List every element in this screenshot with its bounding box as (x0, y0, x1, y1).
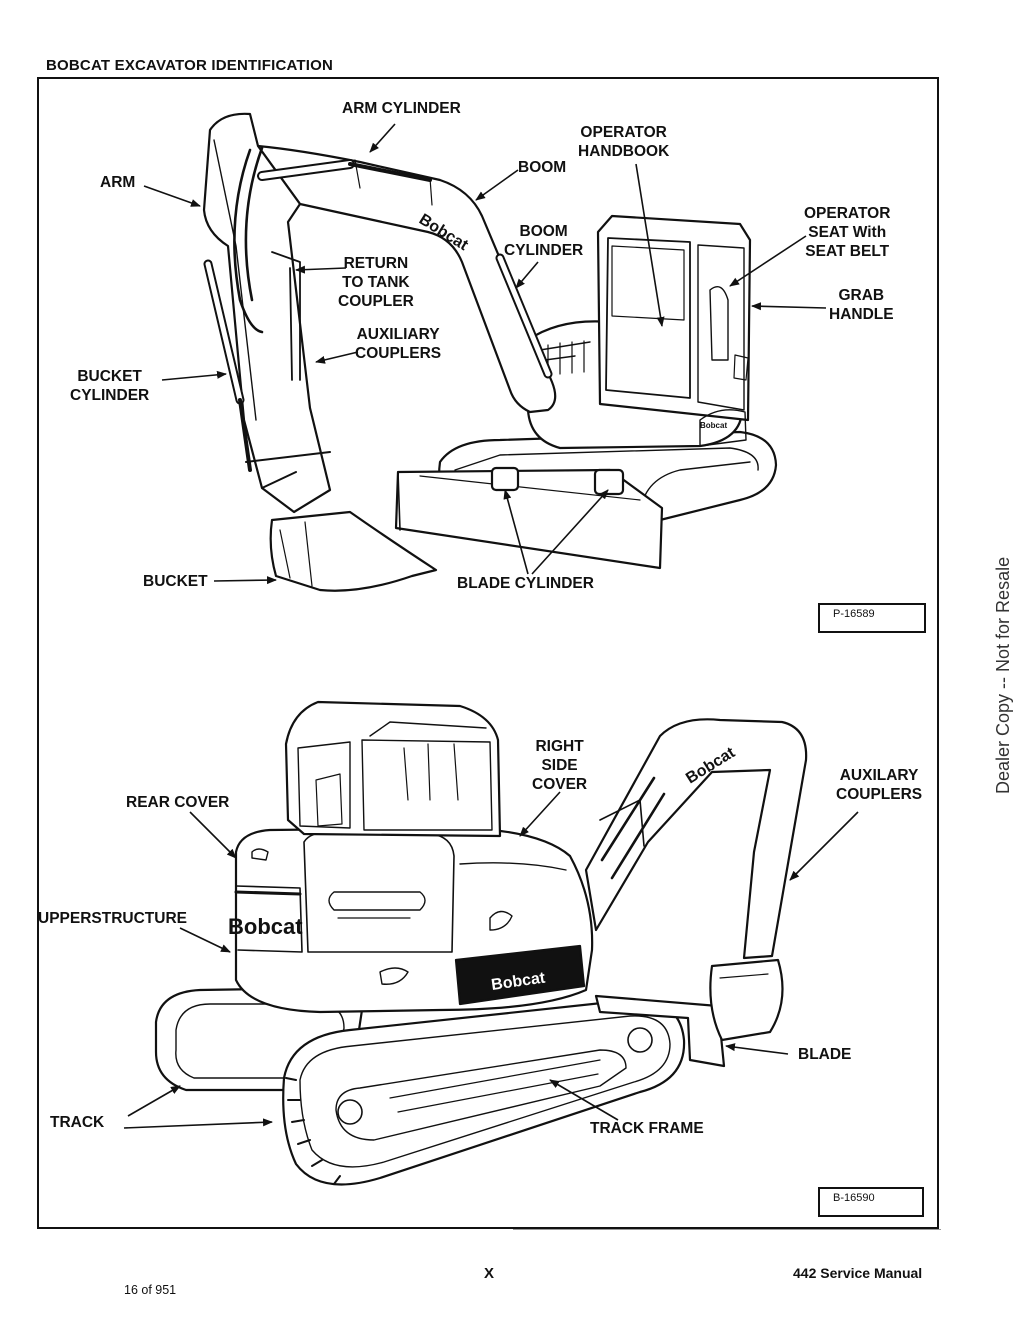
label-bucket-cylinder: BUCKET CYLINDER (70, 368, 150, 404)
label-rear-cover: REAR COVER (126, 794, 230, 811)
label-boom-cylinder: BOOM CYLINDER (504, 223, 584, 259)
excavator-rear-drawing (154, 700, 808, 1186)
label-auxilary-couplers: AUXILARY COUPLERS (836, 767, 923, 803)
label-bucket: BUCKET (143, 573, 208, 590)
page-counter: 16 of 951 (124, 1283, 177, 1297)
label-upperstructure: UPPERSTRUCTURE (38, 910, 187, 927)
figure-id-top: P-16589 (818, 603, 926, 633)
label-right-side-cover: RIGHT SIDE COVER (532, 738, 588, 793)
label-arm: ARM (100, 174, 136, 191)
label-track: TRACK (50, 1114, 105, 1131)
label-auxiliary-couplers: AUXILIARY COUPLERS (355, 326, 442, 362)
figure-frame (37, 77, 939, 1229)
label-blade-cylinder: BLADE CYLINDER (457, 575, 594, 592)
label-arm-cylinder: ARM CYLINDER (342, 100, 461, 117)
label-operator-handbook: OPERATOR HANDBOOK (578, 124, 670, 160)
frame-divider (513, 1229, 941, 1230)
excavator-front-drawing (202, 112, 778, 592)
label-boom: BOOM (518, 159, 567, 176)
footer-manual-title: 442 Service Manual (793, 1265, 923, 1281)
label-blade: BLADE (798, 1046, 852, 1063)
body-logo-text: Bobcat (228, 914, 303, 939)
footer-page-marker: X (484, 1265, 495, 1282)
dealer-copy-note: Dealer Copy -- Not for Resale (993, 556, 1013, 794)
page-heading: BOBCAT EXCAVATOR IDENTIFICATION (46, 57, 334, 74)
figure-id-bottom: B-16590 (818, 1187, 924, 1217)
label-grab-handle: GRAB HANDLE (829, 287, 894, 323)
label-track-frame: TRACK FRAME (590, 1120, 704, 1137)
bottom-leader-lines (123, 791, 859, 1129)
cab-logo-text: Bobcat (700, 421, 727, 430)
label-return-to-tank-coupler: RETURN TO TANK COUPLER (338, 255, 414, 310)
top-leader-lines (143, 123, 827, 585)
label-operator-seat: OPERATOR SEAT With SEAT BELT (804, 205, 891, 260)
